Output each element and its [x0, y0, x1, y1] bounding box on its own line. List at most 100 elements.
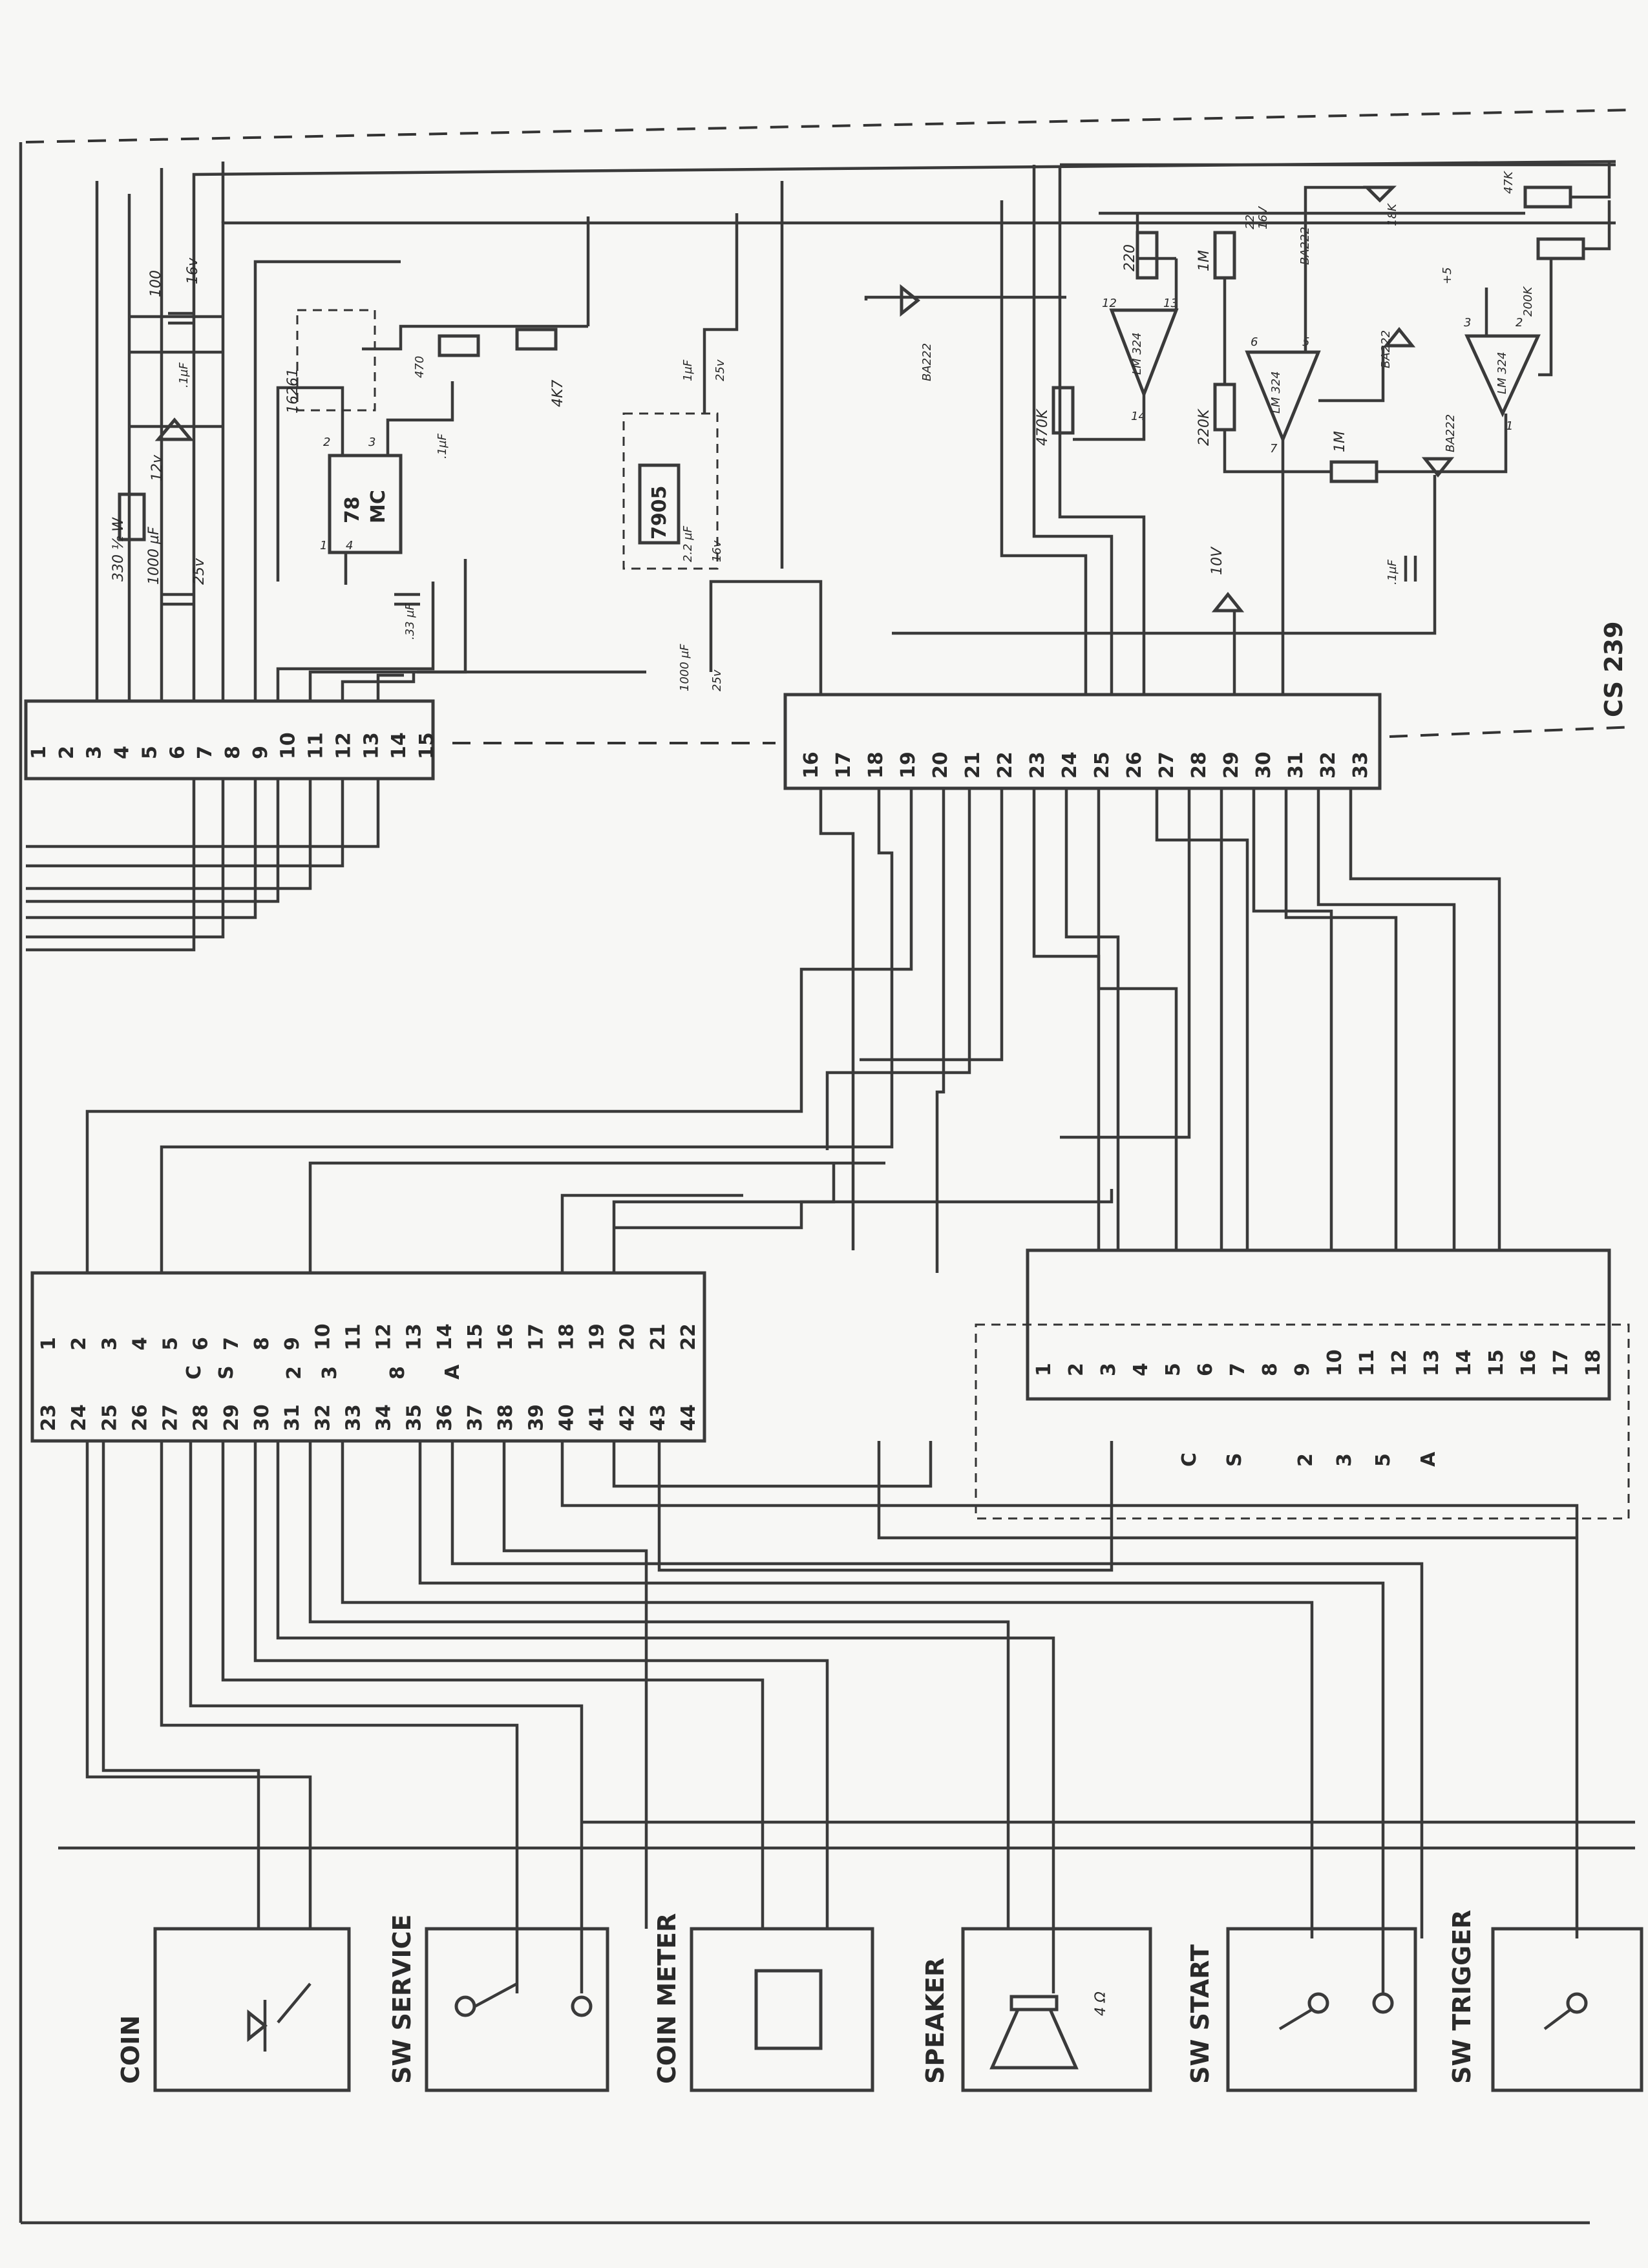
connector-b-pin: 21 — [962, 751, 984, 779]
connector-a-pin: 1 — [28, 746, 50, 759]
connector-a-pin: 10 — [277, 732, 300, 759]
connector-b-pin: 27 — [1156, 751, 1178, 779]
edge-pin-row-b: 18 — [555, 1323, 578, 1350]
resistor-470 — [438, 334, 480, 357]
coin-box: COIN — [116, 1927, 351, 2092]
connector-c-marker: 2 — [1294, 1453, 1317, 1467]
edge-pin-row-a: 33 — [342, 1404, 364, 1431]
edge-pin-row-a: 40 — [555, 1404, 578, 1431]
edge-pin-row-b: 20 — [617, 1323, 639, 1350]
connector-a-pin: 8 — [222, 746, 244, 759]
connector-c-pin: 12 — [1388, 1349, 1411, 1376]
connector-a-pin: 11 — [305, 732, 328, 759]
svg-text:BA222: BA222 — [1444, 414, 1457, 452]
edge-pin-row-a: 27 — [160, 1404, 182, 1431]
connector-c-pin: 6 — [1194, 1363, 1217, 1376]
svg-text:BA222: BA222 — [1379, 330, 1393, 368]
edge-pin-row-b: 16 — [494, 1323, 517, 1350]
svg-text:16261: 16261 — [285, 368, 301, 414]
svg-text:BA222: BA222 — [920, 343, 934, 381]
opamp-1 — [1109, 308, 1179, 399]
opamp-2 — [1245, 350, 1321, 444]
edge-pin-row-a: 29 — [220, 1404, 243, 1431]
regulator-7905: 7905 2.2 µF 16v 1000 µF 25v 1µF 25v — [417, 181, 823, 695]
svg-text:100: 100 — [148, 270, 164, 297]
svg-text:.33 µF: .33 µF — [403, 603, 417, 640]
svg-text:470K: 470K — [1035, 408, 1051, 446]
svg-text:4: 4 — [346, 539, 353, 552]
connector-b-pin: 31 — [1285, 751, 1307, 779]
edge-pin-row-a: 30 — [251, 1404, 273, 1431]
connector-c-pin: 4 — [1130, 1363, 1152, 1376]
svg-text:6: 6 — [1251, 335, 1258, 349]
connector-a-pin: 14 — [388, 732, 410, 759]
edge-pin-row-b: 15 — [464, 1323, 487, 1350]
svg-text:.1µF: .1µF — [436, 433, 449, 459]
edge-pin-row-a: 39 — [525, 1404, 547, 1431]
connector-a-pin: 13 — [360, 732, 383, 759]
edge-pin-row-b: 17 — [525, 1323, 547, 1350]
edge-pin-row-b: 1 — [37, 1337, 60, 1350]
edge-pin-row-b: 12 — [373, 1323, 396, 1350]
edge-pin-row-a: 25 — [98, 1404, 121, 1431]
connector-c-pin: 14 — [1453, 1349, 1475, 1376]
connector-c-pin: 1 — [1033, 1363, 1055, 1376]
svg-text:1µF: 1µF — [681, 359, 695, 381]
connector-c-pin: 18 — [1582, 1349, 1605, 1376]
svg-text:330 ½ W: 330 ½ W — [111, 517, 127, 582]
connector-a-pin: 12 — [332, 732, 355, 759]
edge-pin-row-b: 3 — [98, 1337, 121, 1350]
sw-start-box: SW START — [1186, 1927, 1417, 2092]
connector-a-pin: 3 — [83, 746, 106, 759]
svg-text:10V: 10V — [1209, 546, 1225, 575]
connector-b-pin: 16 — [800, 751, 823, 779]
connector-a-pin: 2 — [56, 746, 78, 759]
wires-connA-bottom — [26, 779, 380, 952]
power-section: 330 ½ W 1000 µF 25v 12v 100 16v .1µF — [111, 257, 223, 606]
edge-pin-row-a: 44 — [677, 1404, 700, 1431]
edge-pin-row-a: 35 — [403, 1404, 426, 1431]
svg-text:2: 2 — [1516, 316, 1523, 330]
connector-b-pin: 17 — [832, 751, 855, 779]
connector-b-pin: 18 — [865, 751, 887, 779]
svg-text:MC: MC — [367, 490, 390, 523]
svg-text:78: 78 — [341, 496, 364, 523]
edge-pin-row-a: 38 — [494, 1404, 517, 1431]
svg-text:1: 1 — [320, 539, 327, 552]
connector-a-pin: 4 — [111, 746, 134, 759]
resistor-330 — [118, 492, 146, 541]
edge-pin-row-a: 32 — [312, 1404, 334, 1431]
connector-c-marker: A — [1417, 1451, 1440, 1467]
connector-b-pin: 23 — [1026, 751, 1049, 779]
edge-pin-row-b: 7 — [220, 1337, 243, 1350]
connector-c-pin: 10 — [1324, 1349, 1346, 1376]
wires-connB — [85, 788, 1501, 1273]
edge-pin-row-b: 14 — [434, 1323, 456, 1350]
connector-b-pin: 28 — [1188, 751, 1210, 779]
coin-label: COIN — [116, 2015, 145, 2084]
connector-c-marker: 3 — [1333, 1453, 1356, 1467]
svg-text:16v: 16v — [185, 257, 201, 284]
svg-text:1: 1 — [1506, 419, 1513, 433]
svg-text:+5: +5 — [1441, 267, 1454, 284]
connector-c-marker: S — [1223, 1453, 1246, 1467]
edge-marker: 2 — [283, 1366, 306, 1380]
speaker-label: SPEAKER — [921, 1958, 949, 2084]
connector-a-pin: 15 — [416, 732, 438, 759]
svg-text:2.2 µF: 2.2 µF — [681, 525, 695, 562]
svg-text:3: 3 — [1464, 316, 1471, 330]
edge-pin-row-a: 23 — [37, 1404, 60, 1431]
sw-service-label: SW SERVICE — [388, 1915, 416, 2084]
svg-text:13: 13 — [1163, 297, 1178, 310]
sw-trigger-box: SW TRIGGER — [1448, 1910, 1643, 2092]
wires-edge-bottom — [58, 1441, 1635, 1993]
edge-marker: A — [441, 1364, 464, 1380]
connector-a-pin: 7 — [194, 746, 217, 759]
edge-marker: C — [183, 1365, 206, 1380]
svg-text:1M: 1M — [1332, 431, 1348, 452]
